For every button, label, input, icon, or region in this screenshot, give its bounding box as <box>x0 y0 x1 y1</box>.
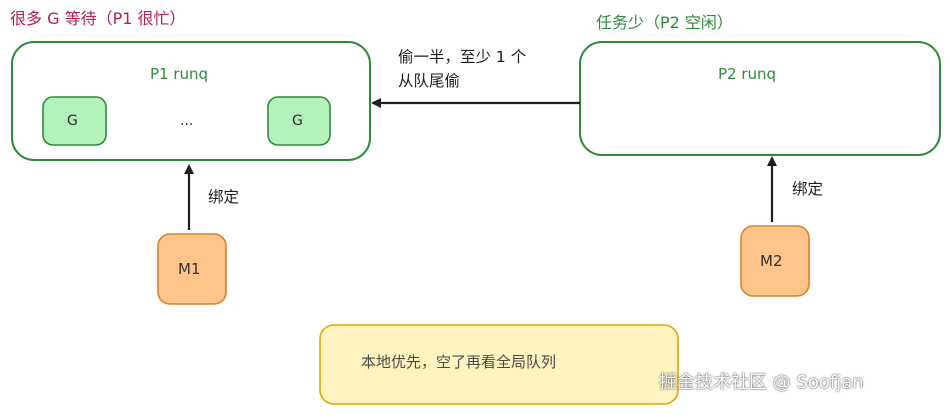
m1-bind-label: 绑定 <box>208 188 240 206</box>
p1-g-block-right <box>267 96 331 146</box>
steal-note-line2: 从队尾偷 <box>398 72 461 90</box>
m2-block <box>740 225 810 297</box>
p1-runq-label: P1 runq <box>150 65 209 83</box>
p1-g-right-label: G <box>292 113 303 129</box>
footer-note-text: 本地优先，空了再看全局队列 <box>361 353 557 371</box>
p1-g-left-label: G <box>67 113 78 129</box>
p2-heading: 任务少（P2 空闲） <box>596 13 733 32</box>
watermark: 掘金技术社区 @ Soofjan <box>659 372 864 393</box>
p1-g-block-left <box>42 96 107 146</box>
footer-note-box <box>319 324 679 405</box>
p1-heading: 很多 G 等待（P1 很忙） <box>10 9 186 28</box>
m1-label: M1 <box>178 260 201 278</box>
m1-block <box>157 233 227 305</box>
p2-runq-label: P2 runq <box>718 65 777 83</box>
m2-bind-label: 绑定 <box>792 180 824 198</box>
m2-label: M2 <box>760 252 783 270</box>
p2-runq-box <box>579 41 941 156</box>
steal-note-line1: 偷一半，至少 1 个 <box>398 48 527 66</box>
p1-ellipsis: ... <box>180 113 194 129</box>
